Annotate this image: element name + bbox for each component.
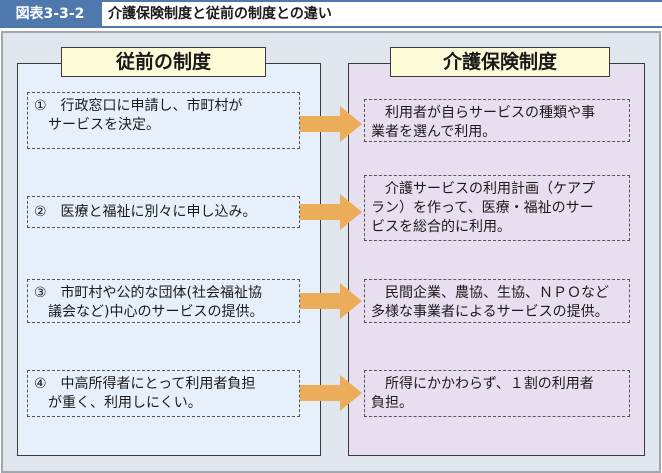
ltci-item-1: 利用者が自らサービスの種類や事 業者を選んで利用。 — [364, 99, 630, 142]
previous-item-2: ② 医療と福祉に別々に申し込み。 — [27, 196, 300, 228]
previous-item-3: ③ 市町村や公的な団体(社会福祉協 議会など)中心のサービスの提供。 — [27, 279, 300, 323]
previous-item-4: ④ 中高所得者にとって利用者負担 が重く、利用しにくい。 — [27, 370, 300, 417]
ltci-system-panel — [348, 63, 645, 456]
figure-title: 介護保険制度と従前の制度との違い — [100, 0, 662, 28]
ltci-system-title: 介護保険制度 — [390, 47, 610, 77]
arrow-right-icon — [300, 283, 362, 319]
figure-label: 図表3-3-2 — [0, 0, 100, 28]
previous-system-panel — [17, 63, 321, 456]
previous-item-1: ① 行政窓口に申請し、市町村が サービスを決定。 — [27, 92, 300, 149]
ltci-item-3: 民間企業、農協、生協、ＮＰＯなど 多様な事業者によるサービスの提供。 — [364, 279, 630, 323]
ltci-item-4: 所得にかかわらず、１割の利用者 負担。 — [364, 370, 630, 417]
arrow-right-icon — [300, 194, 362, 230]
ltci-item-2: 介護サービスの利用計画（ケアプ ラン）を作って、医療・福祉のサー ビスを総合的に… — [364, 175, 630, 241]
arrow-right-icon — [300, 375, 362, 411]
arrow-right-icon — [300, 106, 362, 142]
previous-system-title: 従前の制度 — [61, 47, 266, 77]
